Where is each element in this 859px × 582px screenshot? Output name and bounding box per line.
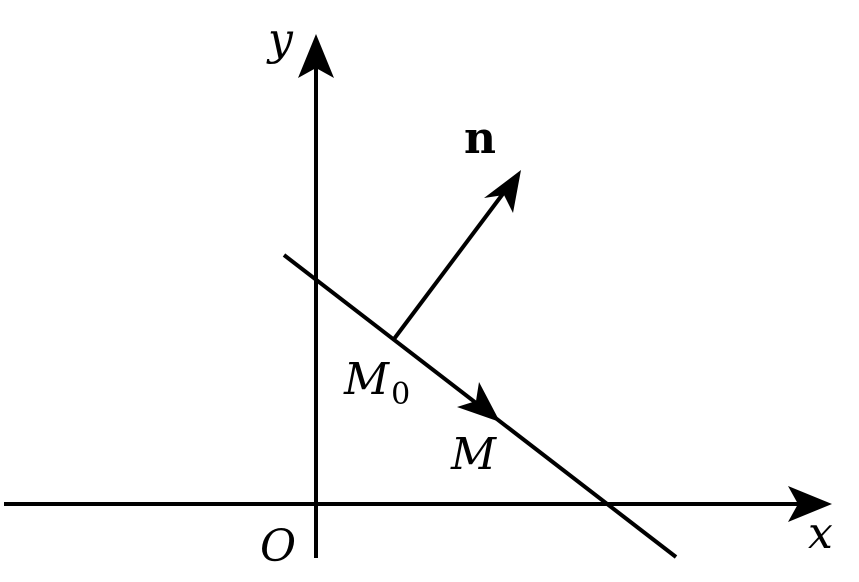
y-axis <box>298 34 334 558</box>
direction-arrowhead <box>457 382 500 422</box>
y-axis-arrowhead <box>298 34 334 78</box>
origin-label: O <box>260 521 296 572</box>
point-m0-label: M0 <box>343 354 410 412</box>
point-m0-base: M <box>343 354 390 405</box>
point-m0-subscript: 0 <box>391 377 410 412</box>
normal-vector-label: n <box>464 113 496 164</box>
x-axis-label: x <box>808 508 833 559</box>
point-m-label: M <box>450 429 497 480</box>
normal-vector-arrowhead <box>484 170 521 213</box>
normal-vector <box>392 170 521 341</box>
y-axis-label: y <box>266 14 294 65</box>
normal-vector-line <box>392 189 507 341</box>
x-axis <box>4 486 832 522</box>
x-axis-arrowhead <box>788 486 832 522</box>
